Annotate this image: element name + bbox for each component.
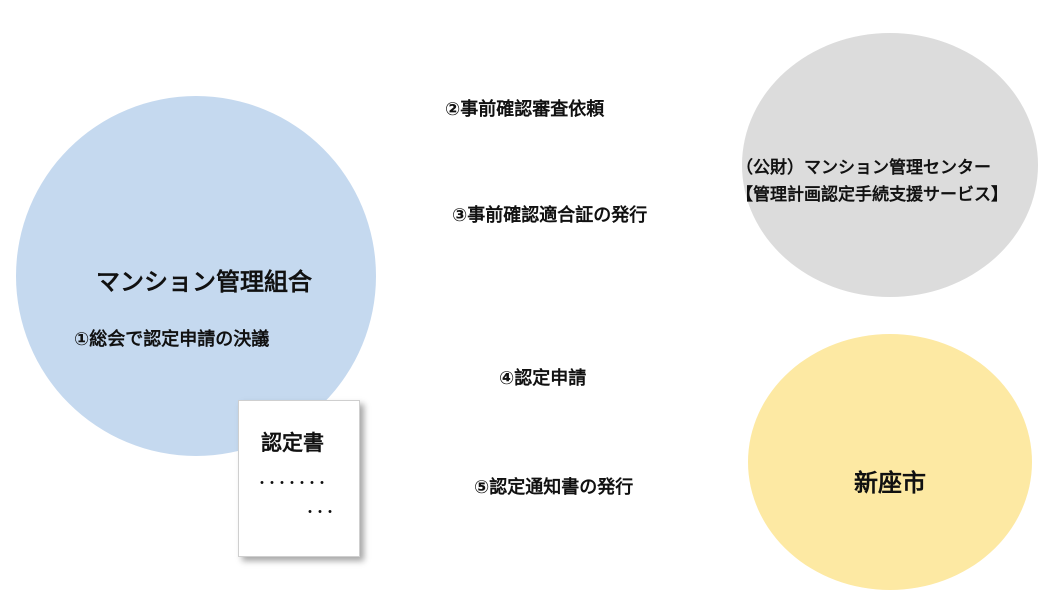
center-service: 【管理計画認定手続支援サービス】 (736, 185, 1008, 205)
union-name: マンション管理組合 (96, 268, 312, 296)
certificate-dots-line2: ・・・ (303, 505, 337, 521)
union-step1: ①総会で認定申請の決議 (74, 329, 270, 350)
certificate-title: 認定書 (261, 431, 324, 455)
certificate-document: 認定書 ・・・・・・・ ・・・ (238, 400, 360, 557)
arrow-label-2: ②事前確認審査依頼 (445, 99, 605, 120)
arrow-label-5: ⑤認定通知書の発行 (474, 477, 634, 498)
arrow-label-4: ④認定申請 (499, 368, 587, 389)
center-name: （公財）マンション管理センター (736, 158, 991, 178)
city-hall-sign: 市役所 (858, 314, 912, 334)
certificate-dots-line1: ・・・・・・・ (255, 476, 329, 492)
city-name: 新座市 (854, 469, 926, 497)
arrow-label-3: ③事前確認適合証の発行 (452, 205, 648, 226)
